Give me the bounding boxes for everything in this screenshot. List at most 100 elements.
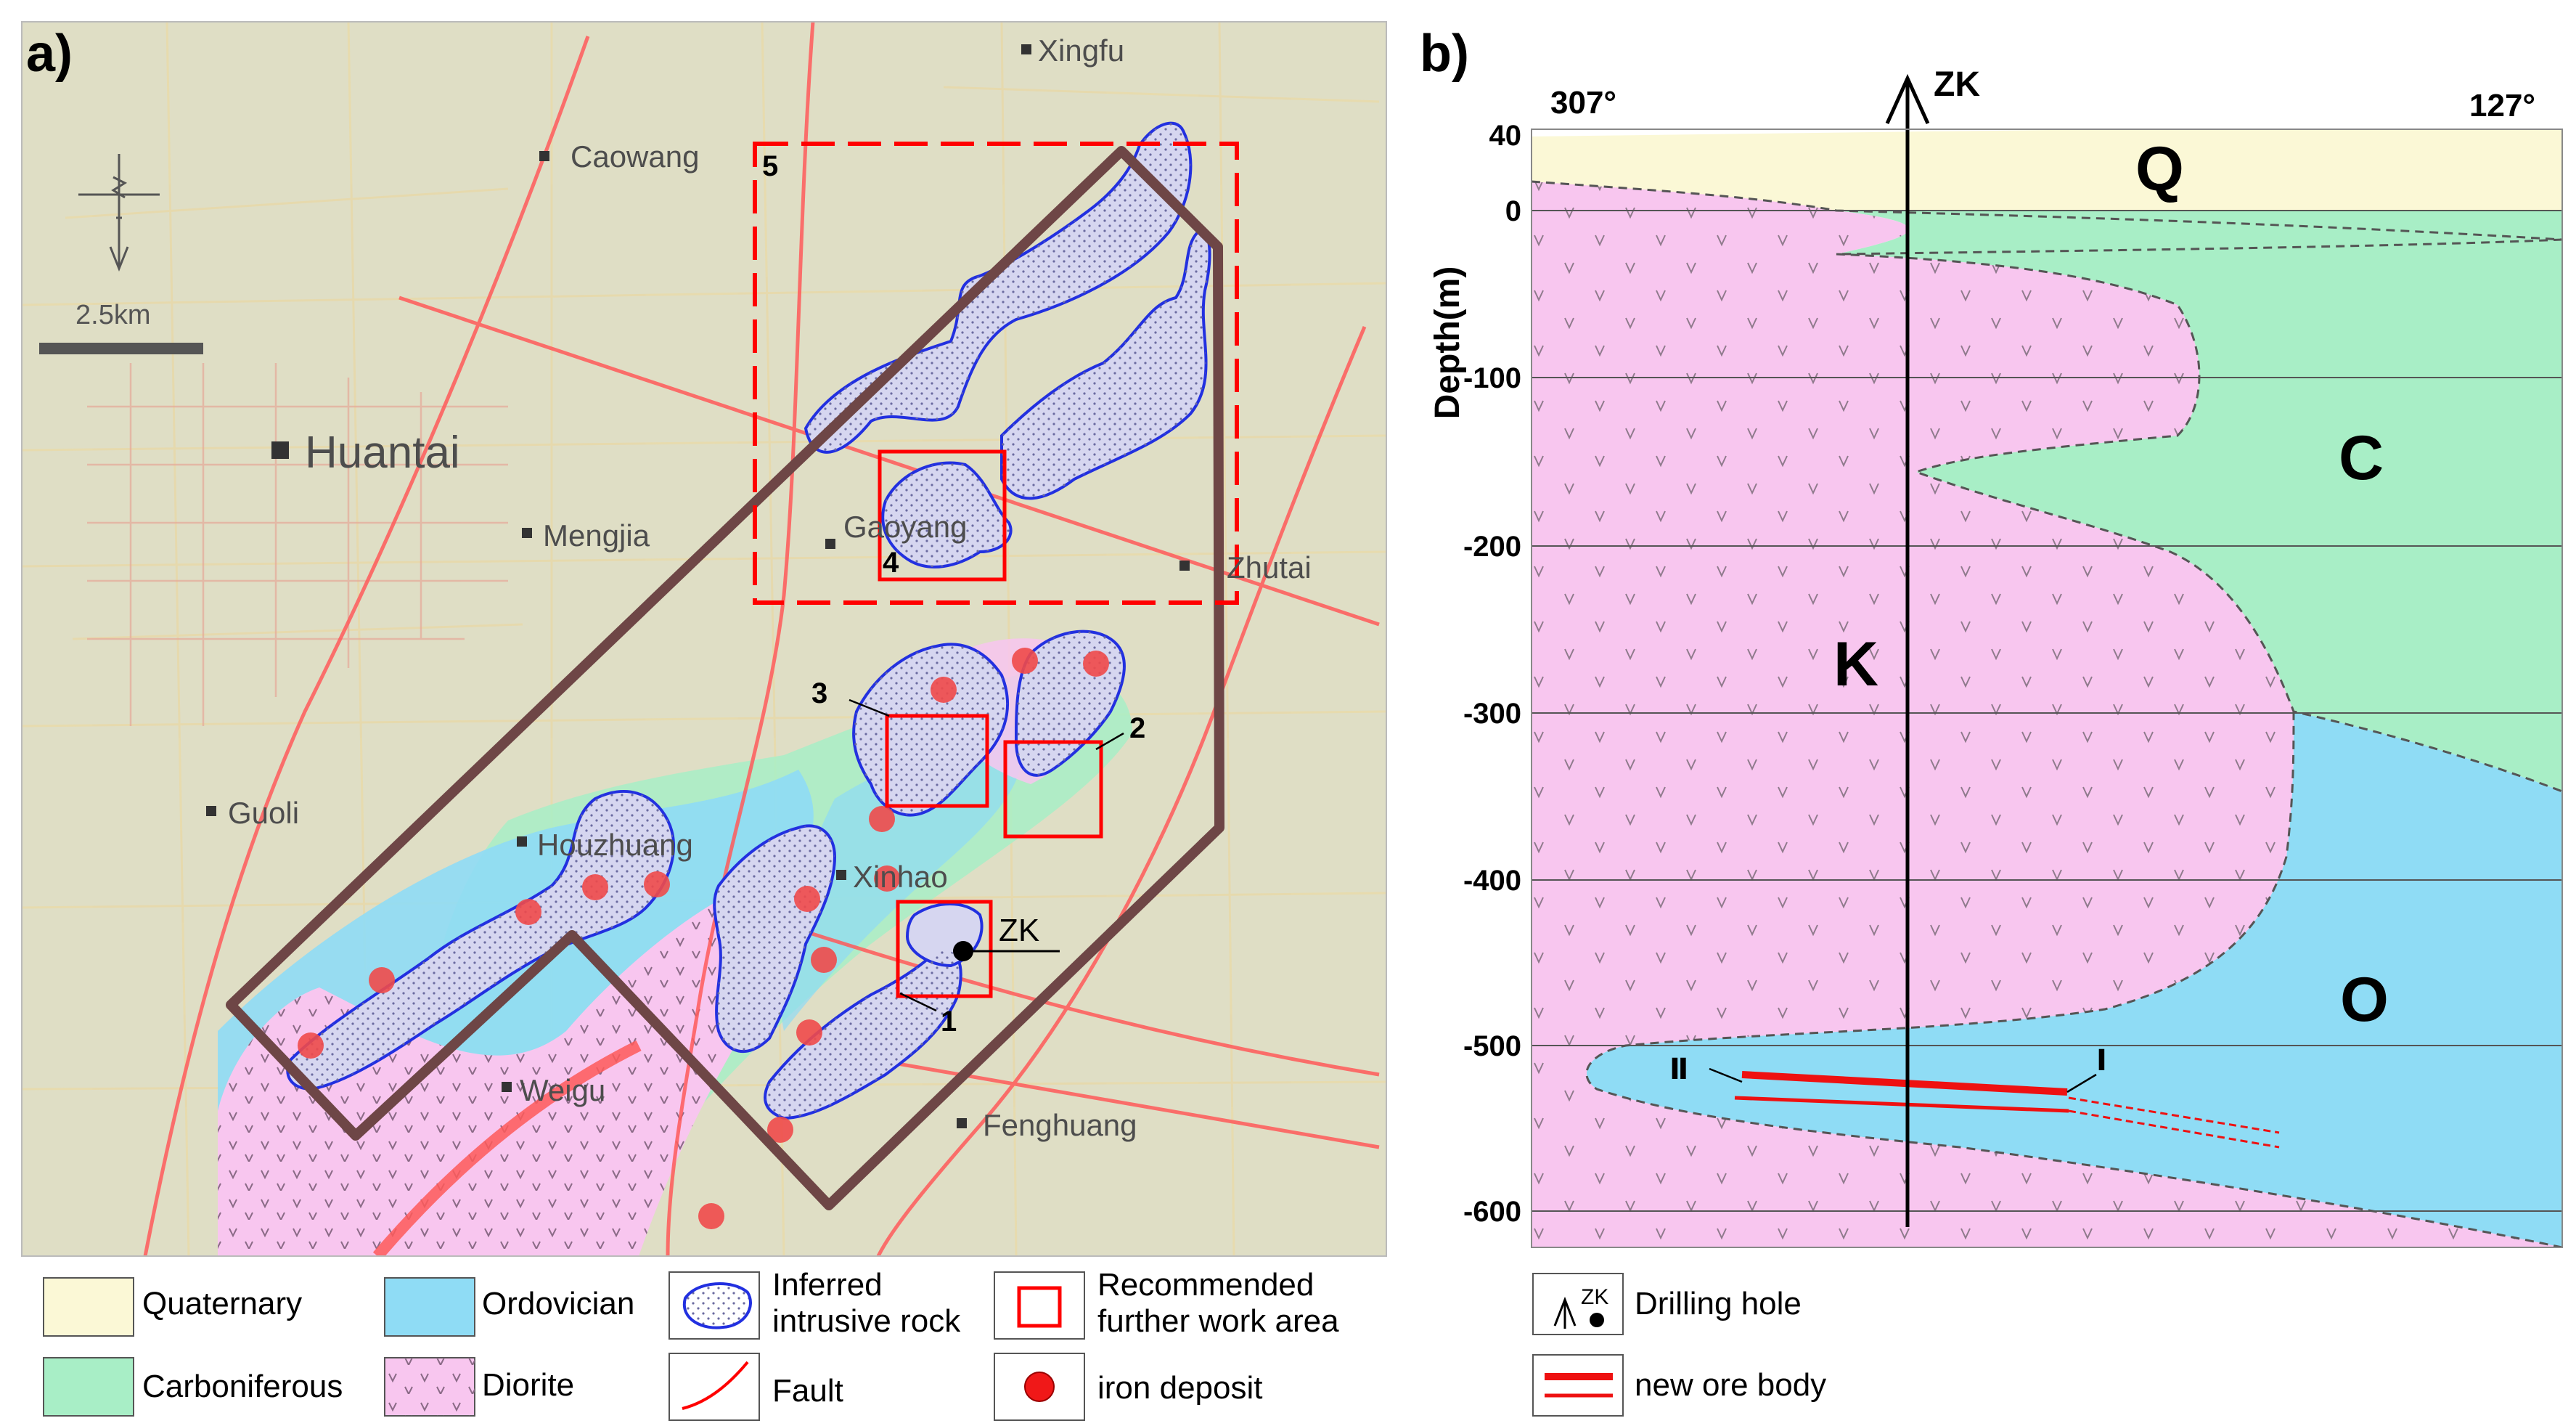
legend: Quaternary Ordovician Inferred intrusive… <box>43 1267 1826 1421</box>
legend-new-ore-body: new ore body <box>1635 1367 1826 1403</box>
area-number-1: 1 <box>941 1006 957 1038</box>
azimuth-left: 307° <box>1550 85 1616 121</box>
north-arrow-icon <box>78 154 160 272</box>
place-guoli: Guoli <box>228 796 299 830</box>
fault-ew-south <box>798 927 1380 1077</box>
inferred-intrusive-texture <box>287 123 1210 1118</box>
depth-tick-500: -500 <box>1463 1030 1521 1062</box>
area-number-labels: 5 4 3 2 1 <box>762 150 1145 1038</box>
panel-b-label: b) <box>1420 25 1469 83</box>
legend-swatch-carboniferous <box>43 1357 134 1417</box>
legend-carboniferous: Carboniferous <box>142 1369 343 1404</box>
iron-deposit-marker <box>515 899 541 925</box>
depth-tick-300: -300 <box>1463 698 1521 730</box>
unit-q: Q <box>2135 134 2184 204</box>
legend-quaternary: Quaternary <box>142 1286 302 1321</box>
depth-gridlines <box>1532 210 2562 1212</box>
fault-east <box>876 326 1367 1256</box>
legend-swatch-drilling-frame <box>1532 1273 1624 1335</box>
drill-hole-label: ZK <box>1934 65 1980 104</box>
iron-deposit-marker <box>767 1117 793 1143</box>
ore-body-extension <box>2068 1096 2280 1149</box>
legend-drilling-icon <box>1553 1296 1577 1329</box>
ore-body-main <box>1741 1071 2068 1096</box>
place-huantai: Huantai <box>305 428 460 478</box>
fault-southwest-thick <box>372 1040 642 1256</box>
legend-inferred-line2: intrusive rock <box>772 1303 961 1339</box>
legend-iron-icon <box>1024 1372 1055 1402</box>
section-quaternary <box>1532 129 2562 211</box>
iron-deposit-marker <box>869 806 895 832</box>
map-panel: ZK Xingfu Caowang Huantai Mengjia Gaoyan… <box>22 22 1386 1256</box>
unit-c: C <box>2339 423 2384 493</box>
area-leader-lines <box>849 698 1124 1012</box>
depth-axis-title: Depth(m) <box>1428 266 1467 420</box>
work-area-2 <box>1003 740 1103 839</box>
fault-south <box>834 1051 1380 1149</box>
section-carboniferous <box>1836 211 2562 791</box>
place-fenghuang: Fenghuang <box>983 1108 1137 1142</box>
ore-label-ii: Ⅱ <box>1669 1054 1688 1085</box>
urban-grid <box>87 363 508 726</box>
fault-west <box>143 36 590 1256</box>
ordovician-zone-east <box>780 726 1023 1031</box>
legend-swatch-quaternary <box>43 1277 134 1337</box>
place-zhutai: Zhutai <box>1227 550 1312 584</box>
iron-deposit-marker <box>369 967 395 993</box>
depth-tick-100: -100 <box>1463 362 1521 394</box>
section-ordovician <box>1586 712 2562 1247</box>
depth-tick-200: -200 <box>1463 531 1521 563</box>
ore-label-i: Ⅰ <box>2096 1045 2107 1077</box>
iron-deposits <box>298 648 1109 1229</box>
legend-ordovician: Ordovician <box>482 1286 634 1321</box>
work-area-4 <box>878 449 1007 582</box>
place-mengjia: Mengjia <box>543 518 650 553</box>
depth-axis-ticks: 40 0 -100 -200 -300 -400 -500 -600 <box>1463 120 1521 1228</box>
area-number-3: 3 <box>811 677 827 709</box>
legend-swatch-recommended-frame <box>994 1271 1085 1340</box>
zk-map-label: ZK <box>999 913 1039 948</box>
place-caowang: Caowang <box>571 139 699 174</box>
depth-tick-40: 40 <box>1489 120 1522 152</box>
study-area-boundary <box>226 146 1224 1210</box>
legend-swatch-diorite-texture <box>385 1358 475 1416</box>
area-number-4: 4 <box>883 547 899 579</box>
place-xingfu: Xingfu <box>1038 33 1124 68</box>
legend-iron-deposit: iron deposit <box>1097 1370 1262 1406</box>
ore-body-lower <box>1734 1096 2069 1113</box>
iron-deposit-marker <box>1083 651 1109 677</box>
legend-swatch-ore-frame <box>1532 1354 1624 1417</box>
iron-deposit-marker <box>1012 648 1038 674</box>
area-number-2: 2 <box>1129 712 1145 744</box>
place-gaoyang: Gaoyang <box>843 510 967 544</box>
legend-drilling-hole: Drilling hole <box>1635 1286 1802 1321</box>
recommended-work-areas <box>753 142 1239 998</box>
legend-drilling-dot-icon <box>1590 1313 1604 1327</box>
place-xinhao: Xinhao <box>853 860 948 894</box>
place-weigu: Weigu <box>520 1073 605 1107</box>
new-ore-body <box>1709 1067 2280 1149</box>
scale-bar-label: 2.5km <box>75 300 150 330</box>
iron-deposit-marker <box>811 947 837 973</box>
legend-intrusive-icon <box>682 1282 752 1329</box>
azimuth-right: 127° <box>2469 88 2535 123</box>
fault-central <box>666 22 815 1256</box>
legend-fault: Fault <box>772 1373 843 1409</box>
place-labels: Xingfu Caowang Huantai Mengjia Gaoyang Z… <box>206 33 1312 1142</box>
legend-drilling-zk: ZK <box>1581 1285 1608 1309</box>
work-area-3 <box>885 714 989 808</box>
iron-deposit-marker <box>794 886 820 912</box>
iron-deposit-marker <box>644 871 670 897</box>
iron-deposit-marker <box>796 1019 822 1046</box>
depth-tick-400: -400 <box>1463 865 1521 897</box>
legend-recommended-icon <box>1017 1286 1062 1328</box>
work-area-1 <box>896 900 993 998</box>
unit-k: K <box>1833 630 1878 699</box>
legend-swatch-ordovician <box>384 1277 475 1337</box>
fault-lines <box>143 22 1380 1256</box>
iron-deposit-marker <box>931 677 957 703</box>
work-area-5 <box>753 142 1239 605</box>
legend-inferred-line1: Inferred <box>772 1267 883 1303</box>
legend-fault-icon <box>682 1361 749 1410</box>
